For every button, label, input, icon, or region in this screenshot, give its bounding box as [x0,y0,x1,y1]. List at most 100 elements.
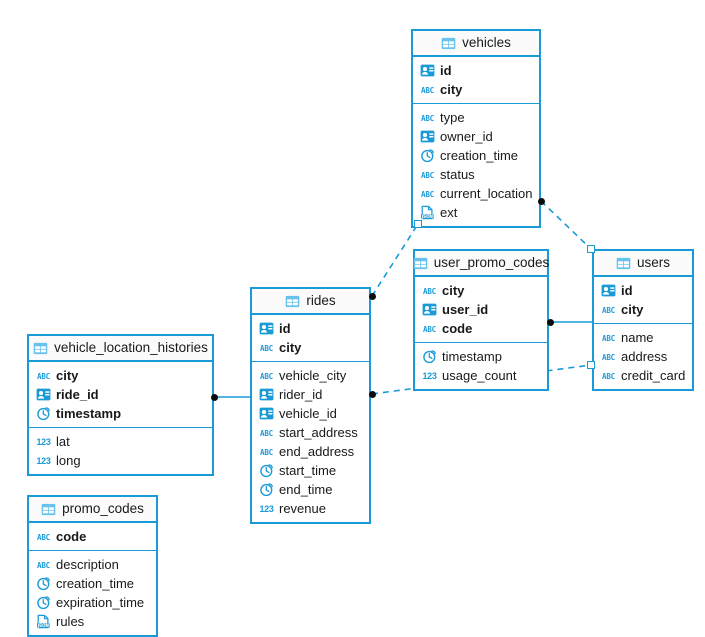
text-type-icon: ABC [37,532,50,542]
column-row[interactable]: owner_id [413,127,539,146]
text-type-icon: ABC [602,305,615,315]
identifier-type-icon [420,63,435,78]
column-row[interactable]: timestamp [415,347,547,366]
column-name: city [440,82,463,97]
column-row[interactable]: ABC address [594,347,692,366]
column-name: id [440,63,452,78]
svg-text:JSON: JSON [37,623,50,628]
column-row[interactable]: creation_time [413,146,539,165]
column-name: city [56,368,79,383]
text-type-icon: ABC [37,560,50,570]
column-name: city [279,340,302,355]
relationship-endpoint-square-rides-to-vehicles-to [414,220,422,228]
column-name: revenue [279,501,326,516]
primary-key-row[interactable]: ride_id [29,385,212,404]
relationship-endpoint-dot-vehicle-location-histories-to-rides-from [210,393,218,401]
primary-key-row[interactable]: ABC city [29,366,212,385]
primary-key-row[interactable]: user_id [415,300,547,319]
column-row[interactable]: start_time [252,461,369,480]
primary-key-row[interactable]: id [413,61,539,80]
entity-table-header[interactable]: rides [252,289,369,315]
column-name: vehicle_city [279,368,347,383]
json-type-icon: JSON [36,614,51,629]
number-type-icon: 123 [36,437,51,447]
entity-table-title: rides [306,293,336,309]
relationship-endpoint-dot-user-promo-codes-to-users-from [546,318,554,326]
identifier-type-icon [259,387,274,402]
timestamp-type-icon [36,406,51,421]
column-row[interactable]: expiration_time [29,593,156,612]
column-name: current_location [440,186,533,201]
column-name: code [56,529,87,544]
entity-table-header[interactable]: vehicles [413,31,539,57]
column-name: creation_time [56,576,135,591]
column-row[interactable]: vehicle_id [252,404,369,423]
entity-table-title: users [636,255,670,271]
table-grid-icon [33,341,48,356]
primary-key-row[interactable]: id [594,281,692,300]
primary-key-row[interactable]: timestamp [29,404,212,423]
text-type-icon: ABC [37,371,50,381]
entity-table-header[interactable]: promo_codes [29,497,156,523]
entity-table-header[interactable]: user_promo_codes [413,251,550,277]
column-row[interactable]: end_time [252,480,369,499]
timestamp-type-icon [36,595,51,610]
column-name: expiration_time [56,595,145,610]
text-type-icon: ABC [421,189,434,199]
entity-table-header[interactable]: vehicle_location_histories [29,336,212,362]
text-type-icon: ABC [260,447,273,457]
table-grid-icon [41,502,56,517]
column-row[interactable]: rider_id [252,385,369,404]
column-name: id [621,283,633,298]
relationship-endpoint-dot-rides-to-vehicles-from [368,292,376,300]
entity-table-header[interactable]: users [594,251,692,277]
column-name: address [621,349,668,364]
timestamp-type-icon [422,349,437,364]
primary-key-row[interactable]: ABC city [594,300,692,319]
column-name: code [442,321,473,336]
json-type-icon: JSON [420,205,435,220]
primary-key-row[interactable]: id [252,319,369,338]
entity-table-title: user_promo_codes [433,255,550,271]
column-row[interactable]: creation_time [29,574,156,593]
column-name: owner_id [440,129,493,144]
column-row[interactable]: ABC current_location [413,184,539,203]
column-name: city [621,302,644,317]
column-name: vehicle_id [279,406,337,421]
text-type-icon: ABC [602,352,615,362]
primary-key-row[interactable]: ABC code [29,527,156,546]
column-name: id [279,321,291,336]
relationship-edge-rides-to-vehicles[interactable] [371,223,419,297]
relationship-edge-vehicles-to-users[interactable] [540,200,592,250]
